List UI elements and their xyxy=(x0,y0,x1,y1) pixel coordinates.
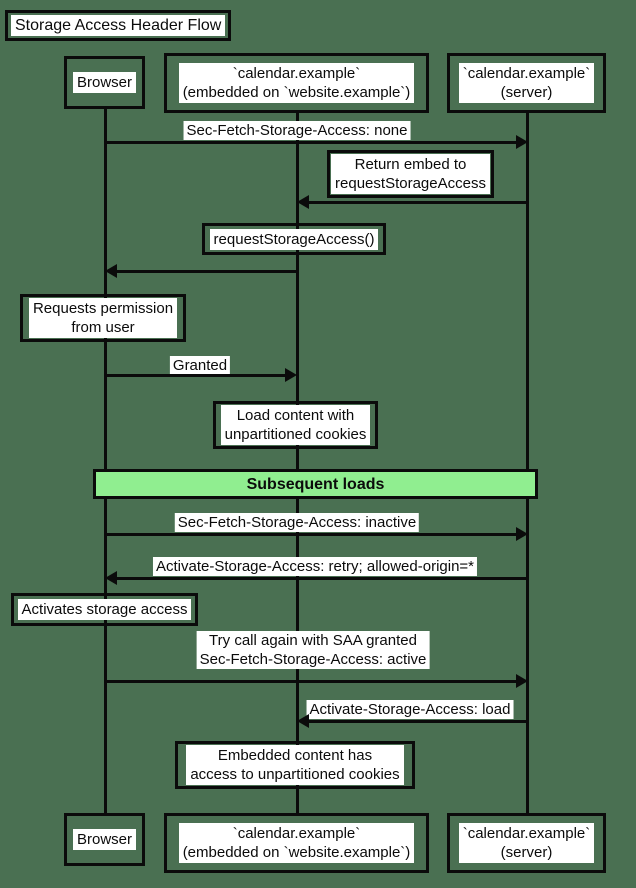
participant-browser-bottom[interactable]: Browser xyxy=(64,813,145,866)
arrow-head-granted xyxy=(285,368,297,382)
arrow-head-return-embed xyxy=(297,195,309,209)
diagram-title: Storage Access Header Flow xyxy=(11,15,226,36)
note-requests-permission-text: Requests permission from user xyxy=(28,298,178,338)
lifeline-server xyxy=(526,113,529,814)
message-line-try-call-again xyxy=(105,680,519,683)
arrow-head-sec-fetch-inactive xyxy=(516,527,528,541)
message-label-granted: Granted xyxy=(169,356,231,375)
fragment-subsequent-loads: Subsequent loads xyxy=(93,469,538,499)
participant-server-bottom[interactable]: `calendar.example` (server) xyxy=(447,813,606,873)
participant-browser-top[interactable]: Browser xyxy=(64,56,145,109)
arrow-head-activate-load xyxy=(297,714,309,728)
participant-embed-top[interactable]: `calendar.example` (embedded on `website… xyxy=(164,53,429,113)
message-label-activate-retry: Activate-Storage-Access: retry; allowed-… xyxy=(152,557,478,576)
arrow-head-activate-retry xyxy=(105,571,117,585)
fragment-subsequent-loads-label: Subsequent loads xyxy=(246,475,385,493)
message-label-activate-load: Activate-Storage-Access: load xyxy=(306,700,514,719)
participant-browser-top-label: Browser xyxy=(72,72,136,93)
note-request-storage-access-text: requestStorageAccess() xyxy=(209,228,379,250)
message-line-activate-load xyxy=(309,720,527,723)
lifeline-browser xyxy=(104,109,107,814)
message-line-request-storage-access xyxy=(117,270,297,273)
message-label-sec-fetch-inactive: Sec-Fetch-Storage-Access: inactive xyxy=(174,513,420,532)
note-activates-storage-access: Activates storage access xyxy=(11,593,198,626)
note-return-embed: Return embed to requestStorageAccess xyxy=(327,150,494,198)
arrow-head-sec-fetch-none xyxy=(516,135,528,149)
note-load-content: Load content with unpartitioned cookies xyxy=(213,401,378,449)
message-line-sec-fetch-none xyxy=(105,141,519,144)
participant-browser-bottom-label: Browser xyxy=(72,829,136,850)
participant-embed-top-label: `calendar.example` (embedded on `website… xyxy=(178,63,415,103)
note-embedded-content: Embedded content has access to unpartiti… xyxy=(175,741,415,789)
participant-server-top[interactable]: `calendar.example` (server) xyxy=(447,53,606,113)
note-return-embed-text: Return embed to requestStorageAccess xyxy=(331,154,490,194)
message-line-granted xyxy=(105,374,285,377)
note-request-storage-access: requestStorageAccess() xyxy=(202,223,386,255)
note-requests-permission: Requests permission from user xyxy=(20,294,186,342)
message-line-sec-fetch-inactive xyxy=(105,533,519,536)
lifeline-embed xyxy=(296,113,299,814)
message-line-return-embed xyxy=(309,201,527,204)
participant-server-top-label: `calendar.example` (server) xyxy=(458,63,595,103)
arrow-head-request-storage-access xyxy=(105,264,117,278)
diagram-title-box: Storage Access Header Flow xyxy=(5,10,232,41)
participant-embed-bottom[interactable]: `calendar.example` (embedded on `website… xyxy=(164,813,429,873)
message-label-sec-fetch-none: Sec-Fetch-Storage-Access: none xyxy=(183,121,411,140)
participant-server-bottom-label: `calendar.example` (server) xyxy=(458,823,595,863)
note-embedded-content-text: Embedded content has access to unpartiti… xyxy=(186,745,404,785)
message-line-activate-retry xyxy=(117,577,527,580)
note-load-content-text: Load content with unpartitioned cookies xyxy=(220,405,371,445)
participant-embed-bottom-label: `calendar.example` (embedded on `website… xyxy=(178,823,415,863)
arrow-head-try-call-again xyxy=(516,674,528,688)
note-activates-storage-access-text: Activates storage access xyxy=(17,599,192,620)
message-label-try-call-again: Try call again with SAA granted Sec-Fetc… xyxy=(196,631,430,669)
